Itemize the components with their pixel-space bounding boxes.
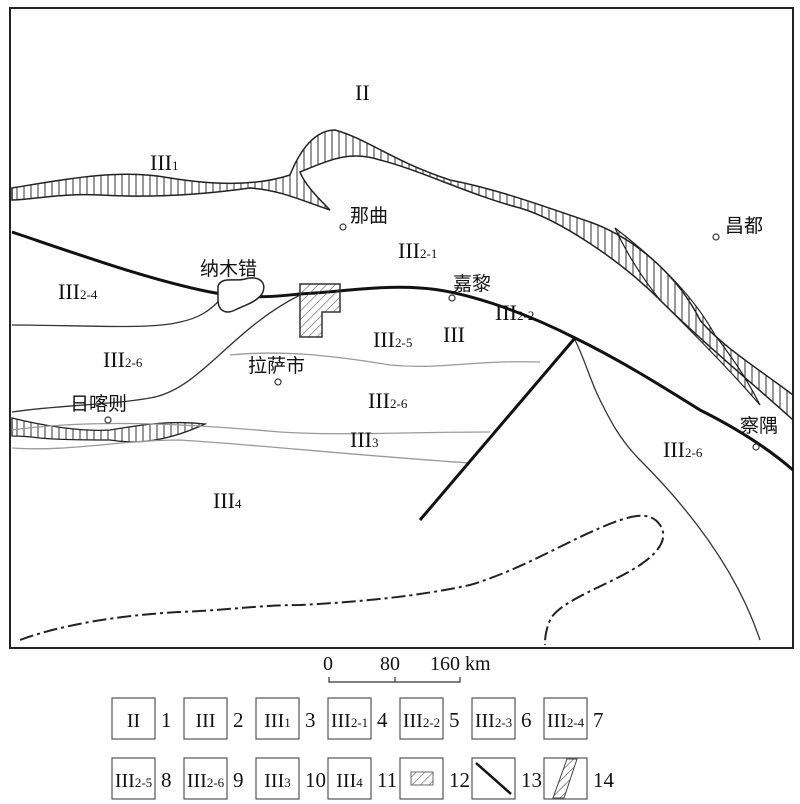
city-label-lhasa: 拉萨市	[248, 355, 305, 377]
legend-number: 8	[161, 768, 172, 792]
legend-symbol: III2-1	[331, 710, 368, 732]
zone-boundaries-gray	[11, 352, 541, 464]
dash-dot-boundary	[19, 514, 665, 646]
legend-number: 3	[305, 708, 316, 732]
legend-number: 9	[233, 768, 244, 792]
legend-number: 10	[305, 768, 326, 792]
zone-label-III2-6-east: III2-6	[663, 437, 703, 462]
legend-item: 12	[399, 757, 470, 800]
svg-text:80: 80	[380, 653, 400, 675]
legend-item: III1 3	[255, 697, 316, 740]
zone-label-III1: III1	[150, 150, 178, 175]
legend-symbol: III2-3	[475, 710, 512, 732]
changdu-marker	[712, 233, 720, 241]
legend-number: 6	[521, 708, 532, 732]
zone-label-III4: III4	[213, 488, 242, 513]
legend-item: III2-2 5	[399, 697, 460, 740]
legend-swatch	[111, 757, 156, 800]
namco-lake	[217, 277, 265, 313]
scale-bar: 0 80 160 km	[323, 653, 491, 683]
city-label-jiali: 嘉黎	[453, 273, 491, 295]
hatched-lens-east	[614, 227, 761, 406]
legend-number: 11	[377, 768, 397, 792]
legend-number: 12	[449, 768, 470, 792]
legend-swatch	[255, 757, 300, 800]
map-frame	[9, 7, 794, 649]
fault-line	[418, 337, 577, 521]
legend-number: 2	[233, 708, 244, 732]
legend-swatch	[327, 697, 372, 740]
legend-item: II 1	[111, 697, 172, 740]
legend-swatch	[543, 697, 588, 740]
zone-label-III2-6-central: III2-6	[368, 388, 408, 413]
zone-label-III2-2: III2-2	[495, 300, 534, 325]
legend-symbol: III4	[336, 770, 363, 792]
hatched-band-icon	[552, 758, 578, 799]
naqu-marker	[339, 223, 347, 231]
legend-swatch	[111, 697, 156, 740]
city-label-shigatse: 日喀则	[70, 393, 127, 415]
lhasa-block	[299, 283, 341, 338]
svg-text:160 km: 160 km	[430, 653, 491, 675]
legend-swatch	[399, 697, 444, 740]
city-label-naqu: 那曲	[350, 205, 388, 227]
legend-number: 5	[449, 708, 460, 732]
legend-swatch	[255, 697, 300, 740]
legend-swatch	[471, 697, 516, 740]
legend-number: 14	[593, 768, 615, 792]
city-label-changdu: 昌都	[725, 215, 763, 237]
city-markers	[104, 223, 760, 451]
legend-number: 1	[161, 708, 172, 732]
legend-item: 14	[543, 757, 615, 800]
legend-symbol: III2-4	[547, 710, 585, 732]
legend-number: 4	[377, 708, 388, 732]
zone-label-II: II	[355, 80, 370, 105]
fault-line-icon	[475, 762, 512, 795]
legend-symbol: III2-6	[187, 770, 225, 792]
hatched-rectangle-icon	[410, 771, 434, 786]
city-label-namco: 纳木错	[200, 258, 257, 280]
legend-item: III2-3 6	[471, 697, 532, 740]
zone-boundaries	[11, 294, 761, 641]
legend-item: III 2	[183, 697, 244, 740]
city-label-chayu: 察隅	[740, 415, 778, 437]
zone-label-III2-6-west: III2-6	[103, 347, 143, 372]
legend-symbol: III2-2	[403, 710, 440, 732]
legend: II 1 III 2 III1 3 III2-1 4 III2-2 5 III2-3 6 III2-4 7…	[111, 697, 615, 800]
hatched-belt-north	[11, 129, 794, 422]
legend-item: III2-4 7	[543, 697, 604, 740]
legend-item: III2-6 9	[183, 757, 244, 800]
lhasa-marker	[274, 378, 282, 386]
legend-item: 13	[471, 757, 542, 800]
legend-symbol: III	[196, 710, 216, 732]
legend-swatch	[183, 697, 228, 740]
legend-symbol: III2-5	[115, 770, 152, 792]
zone-label-III2-4: III2-4	[58, 279, 98, 304]
legend-symbol: III3	[264, 770, 290, 792]
legend-item: III4 11	[327, 757, 397, 800]
legend-number: 7	[593, 708, 604, 732]
legend-item: III2-5 8	[111, 757, 172, 800]
suture-line	[11, 230, 794, 472]
chayu-marker	[752, 443, 760, 451]
zone-label-III2-5: III2-5	[373, 327, 412, 352]
legend-swatch	[183, 757, 228, 800]
zone-label-III3: III3	[350, 427, 378, 452]
legend-item: III2-1 4	[327, 697, 388, 740]
legend-number: 13	[521, 768, 542, 792]
zone-label-III2-1: III2-1	[398, 238, 437, 263]
svg-text:0: 0	[323, 653, 333, 675]
legend-item: III3 10	[255, 757, 326, 800]
jiali-marker	[448, 294, 456, 302]
shigatse-marker	[104, 416, 112, 424]
legend-symbol: III1	[264, 710, 290, 732]
legend-swatch	[327, 757, 372, 800]
legend-symbol: II	[127, 710, 140, 732]
zone-label-III: III	[443, 322, 465, 347]
